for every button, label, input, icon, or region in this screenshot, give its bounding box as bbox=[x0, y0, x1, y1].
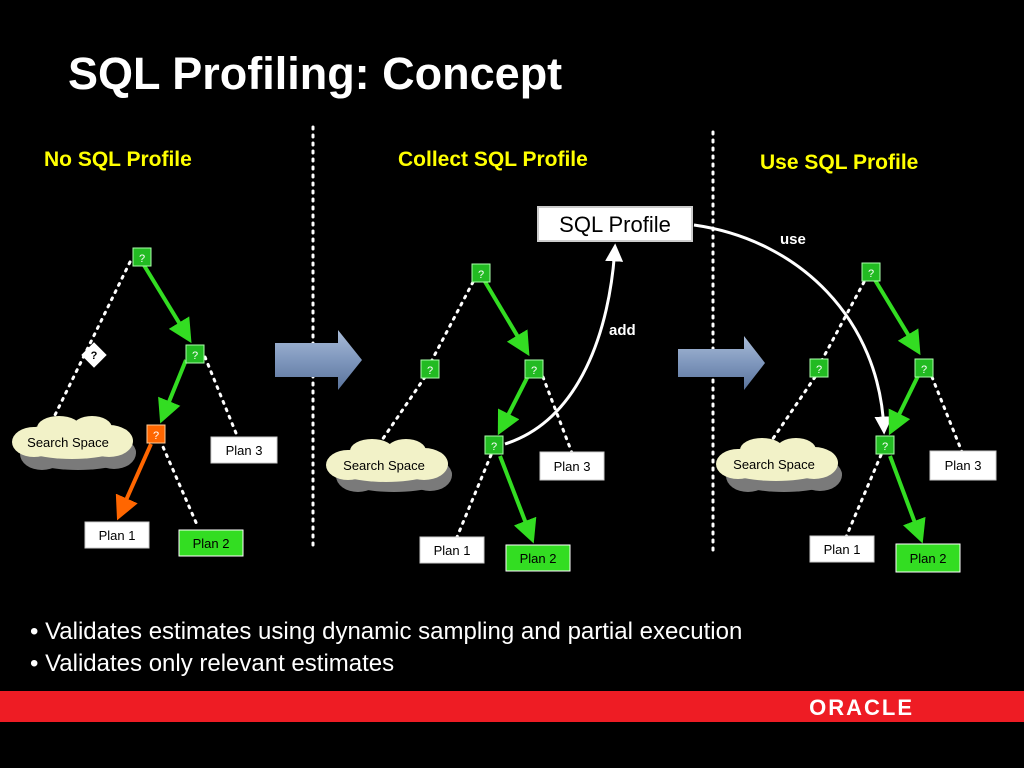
plan-box-green bbox=[505, 544, 571, 572]
bullet-item: • Validates only relevant estimates bbox=[30, 650, 395, 677]
tree-no-profile bbox=[53, 260, 240, 529]
plan-box-green bbox=[178, 529, 244, 557]
oracle-logo: ORACLE bbox=[809, 695, 914, 720]
search-space-label: Search Space bbox=[27, 435, 109, 450]
bullet-list: • Validates estimates using dynamic samp… bbox=[30, 616, 742, 680]
search-space-cloud bbox=[716, 438, 842, 492]
footer-bar bbox=[0, 691, 1024, 722]
use-label: use bbox=[780, 231, 806, 248]
decision-node bbox=[875, 435, 895, 455]
decision-node-label: ? bbox=[91, 350, 98, 362]
decision-node bbox=[524, 359, 544, 379]
search-space-label: Search Space bbox=[343, 458, 425, 473]
plan-label: Plan 3 bbox=[945, 458, 982, 473]
heading-use-sql-profile: Use SQL Profile bbox=[760, 151, 919, 174]
decision-node-label: ? bbox=[531, 365, 537, 377]
decision-node-wrong bbox=[146, 424, 166, 444]
use-arrow bbox=[693, 223, 893, 435]
decision-node-label: ? bbox=[882, 441, 888, 453]
decision-node-label: ? bbox=[153, 430, 159, 442]
plan-box bbox=[210, 436, 278, 464]
add-arrow bbox=[504, 243, 624, 446]
plan-label: Plan 3 bbox=[226, 443, 263, 458]
decision-node-label: ? bbox=[816, 364, 822, 376]
decision-node-pending bbox=[81, 342, 107, 368]
concept-diagram: ? ? ? ? Search Space Plan 1 Plan 2 Plan … bbox=[12, 125, 997, 573]
decision-node-label: ? bbox=[139, 253, 145, 265]
bullet-item: • Validates estimates using dynamic samp… bbox=[30, 618, 743, 645]
plan-label: Plan 1 bbox=[824, 542, 861, 557]
plan-box bbox=[809, 535, 875, 563]
plan-label: Plan 3 bbox=[554, 459, 591, 474]
search-space-cloud bbox=[326, 439, 452, 492]
decision-node bbox=[471, 263, 491, 283]
decision-node bbox=[484, 435, 504, 455]
sql-profile-box bbox=[537, 206, 693, 242]
decision-node-label: ? bbox=[427, 365, 433, 377]
heading-collect-sql-profile: Collect SQL Profile bbox=[398, 148, 588, 171]
decision-node bbox=[809, 358, 829, 378]
sql-profile-label: SQL Profile bbox=[559, 212, 671, 237]
search-space-label: Search Space bbox=[733, 457, 815, 472]
plan-box-green bbox=[895, 543, 961, 573]
plan-box bbox=[84, 521, 150, 549]
tree-use-profile bbox=[768, 278, 964, 544]
decision-node-label: ? bbox=[921, 364, 927, 376]
plan-label: Plan 1 bbox=[434, 543, 471, 558]
decision-node bbox=[861, 262, 881, 282]
plan-label: Plan 2 bbox=[193, 536, 230, 551]
decision-node bbox=[132, 247, 152, 267]
plan-label: Plan 2 bbox=[520, 551, 557, 566]
search-space-cloud bbox=[12, 416, 136, 470]
heading-no-sql-profile: No SQL Profile bbox=[44, 148, 192, 171]
decision-node-label: ? bbox=[868, 268, 874, 280]
plan-label: Plan 1 bbox=[99, 528, 136, 543]
plan-box bbox=[929, 450, 997, 481]
decision-node-label: ? bbox=[478, 269, 484, 281]
plan-label: Plan 2 bbox=[910, 551, 947, 566]
plan-box bbox=[419, 536, 485, 564]
plan-box bbox=[539, 451, 605, 481]
transition-arrow-2 bbox=[678, 336, 765, 390]
decision-node bbox=[914, 358, 934, 378]
decision-node-label: ? bbox=[192, 350, 198, 362]
decision-node bbox=[420, 359, 440, 379]
decision-node-label: ? bbox=[491, 441, 497, 453]
decision-node bbox=[185, 344, 205, 364]
page-title: SQL Profiling: Concept bbox=[68, 48, 563, 99]
tree-collect-profile bbox=[378, 243, 624, 544]
transition-arrow-1 bbox=[275, 330, 362, 390]
add-label: add bbox=[609, 322, 636, 339]
